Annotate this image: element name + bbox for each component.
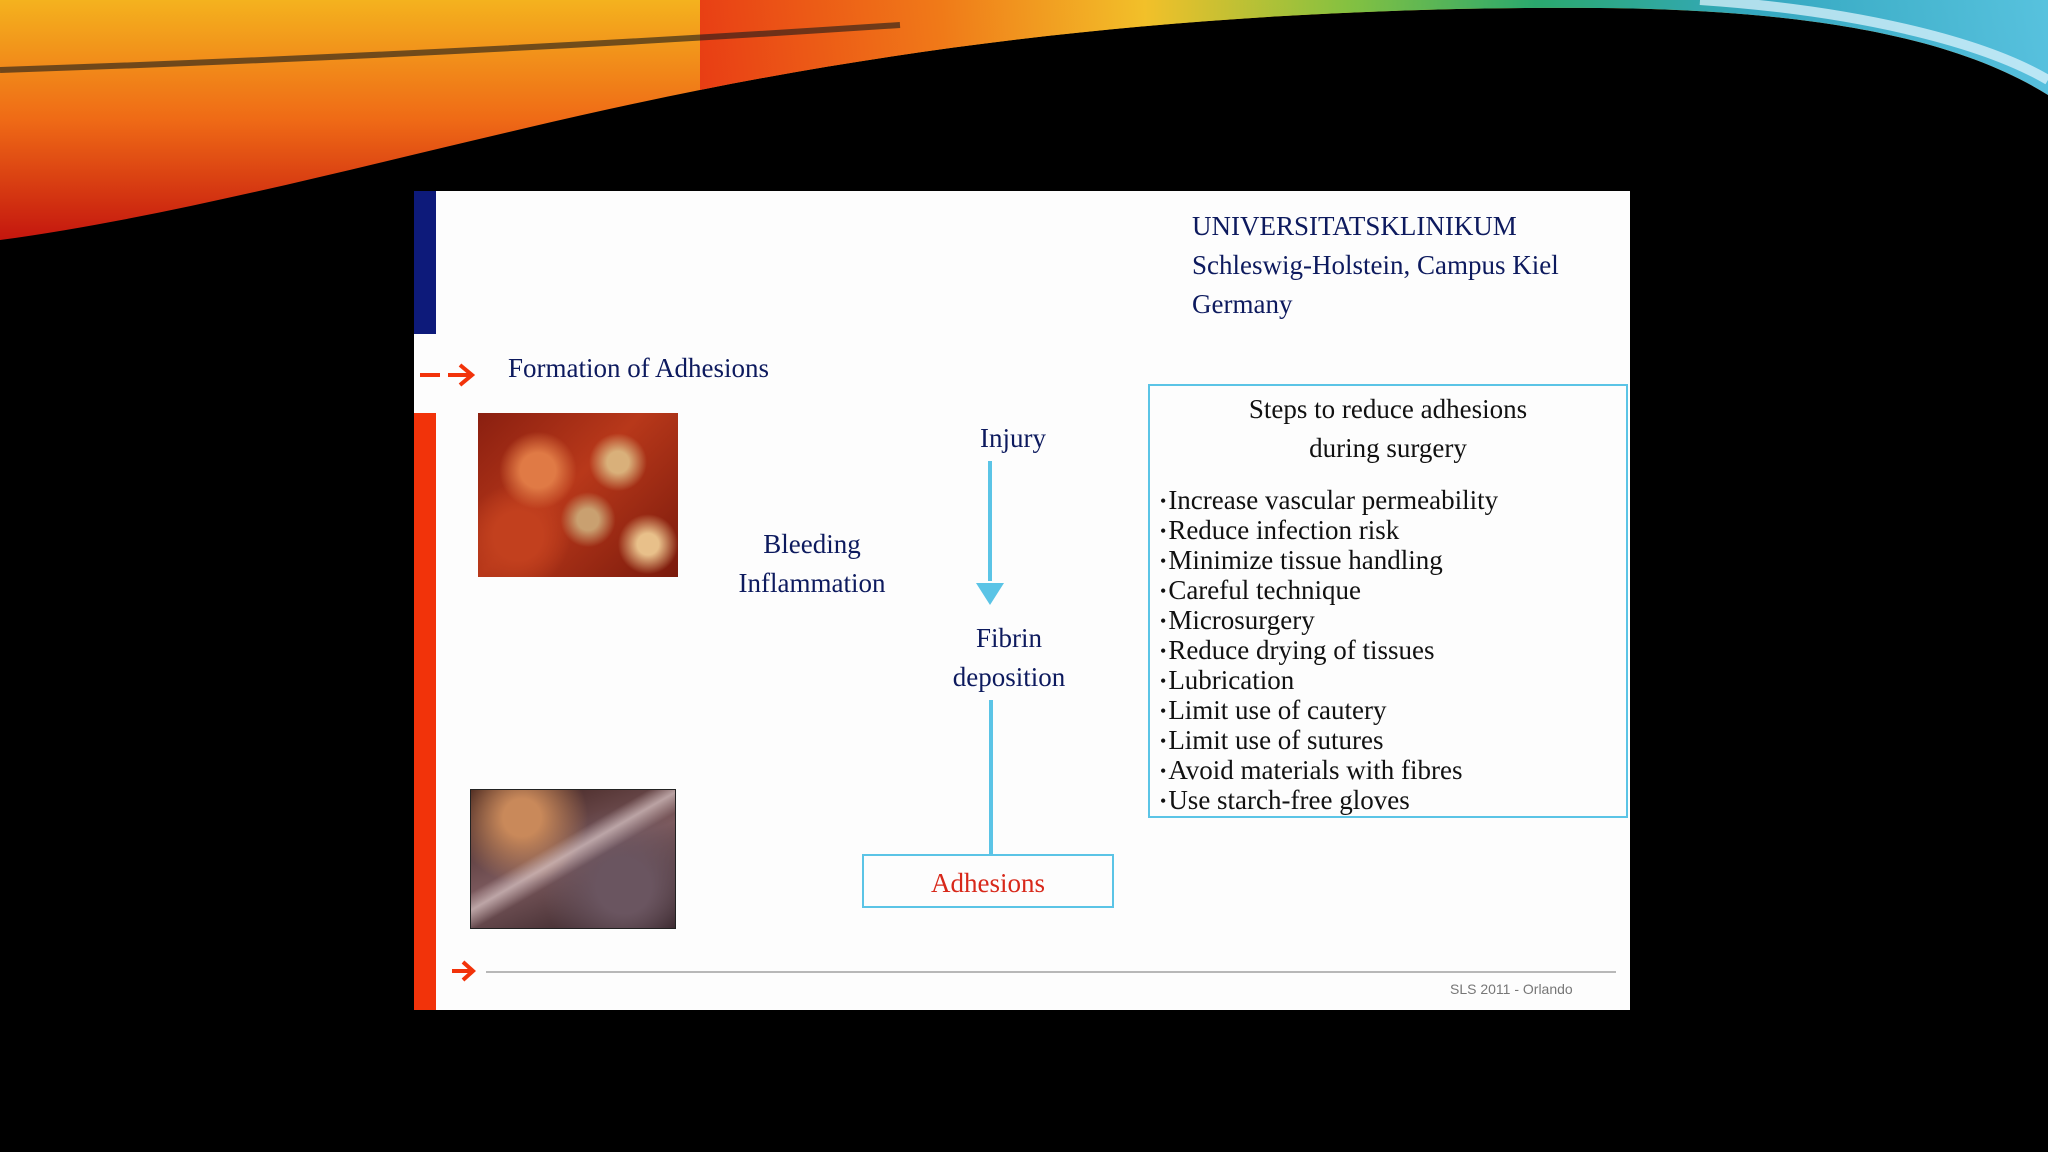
footer-text: SLS 2011 - Orlando (1450, 981, 1573, 997)
bleeding-line-1: Bleeding (763, 529, 861, 559)
red-accent-bar (414, 413, 436, 1010)
red-arrow-icon (420, 363, 476, 387)
institution-header: UNIVERSITATSKLINIKUM Schleswig-Holstein,… (1192, 207, 1559, 324)
steps-list: Increase vascular permeability Reduce in… (1160, 486, 1498, 816)
steps-box: Steps to reduce adhesions during surgery… (1148, 384, 1628, 818)
list-item: Reduce infection risk (1160, 516, 1498, 546)
list-item: Limit use of sutures (1160, 726, 1498, 756)
flow-fibrin-label: Fibrin deposition (914, 619, 1104, 697)
list-item: Avoid materials with fibres (1160, 756, 1498, 786)
flow-arrow-icon (976, 583, 1004, 605)
steps-title: Steps to reduce adhesions during surgery (1150, 390, 1626, 468)
list-item: Limit use of cautery (1160, 696, 1498, 726)
flow-line-upper (988, 461, 992, 581)
list-item: Reduce drying of tissues (1160, 636, 1498, 666)
adhesion-band-photo (470, 789, 676, 929)
flow-line-lower (989, 700, 993, 855)
bleeding-line-2: Inflammation (738, 568, 886, 598)
steps-title-line-1: Steps to reduce adhesions (1248, 394, 1528, 424)
list-item: Use starch-free gloves (1160, 786, 1498, 816)
inflamed-tissue-photo (478, 413, 678, 577)
list-item: Lubrication (1160, 666, 1498, 696)
header-line-1: UNIVERSITATSKLINIKUM (1192, 211, 1517, 241)
section-title: Formation of Adhesions (508, 353, 769, 383)
blue-accent-bar (414, 191, 436, 334)
header-line-3: Germany (1192, 289, 1293, 319)
flow-injury-label: Injury (980, 423, 1046, 453)
list-item: Careful technique (1160, 576, 1498, 606)
fibrin-line-2: deposition (952, 662, 1066, 692)
footer-divider (486, 971, 1616, 973)
embedded-slide: UNIVERSITATSKLINIKUM Schleswig-Holstein,… (414, 191, 1630, 1010)
adhesions-box: Adhesions (862, 854, 1114, 908)
flow-bleeding-label: Bleeding Inflammation (712, 525, 912, 603)
red-arrow-icon (452, 960, 476, 982)
steps-title-line-2: during surgery (1309, 433, 1467, 463)
rainbow-swoosh-decoration (0, 0, 2048, 240)
list-item: Microsurgery (1160, 606, 1498, 636)
fibrin-line-1: Fibrin (975, 623, 1042, 653)
header-line-2: Schleswig-Holstein, Campus Kiel (1192, 250, 1559, 280)
list-item: Increase vascular permeability (1160, 486, 1498, 516)
list-item: Minimize tissue handling (1160, 546, 1498, 576)
